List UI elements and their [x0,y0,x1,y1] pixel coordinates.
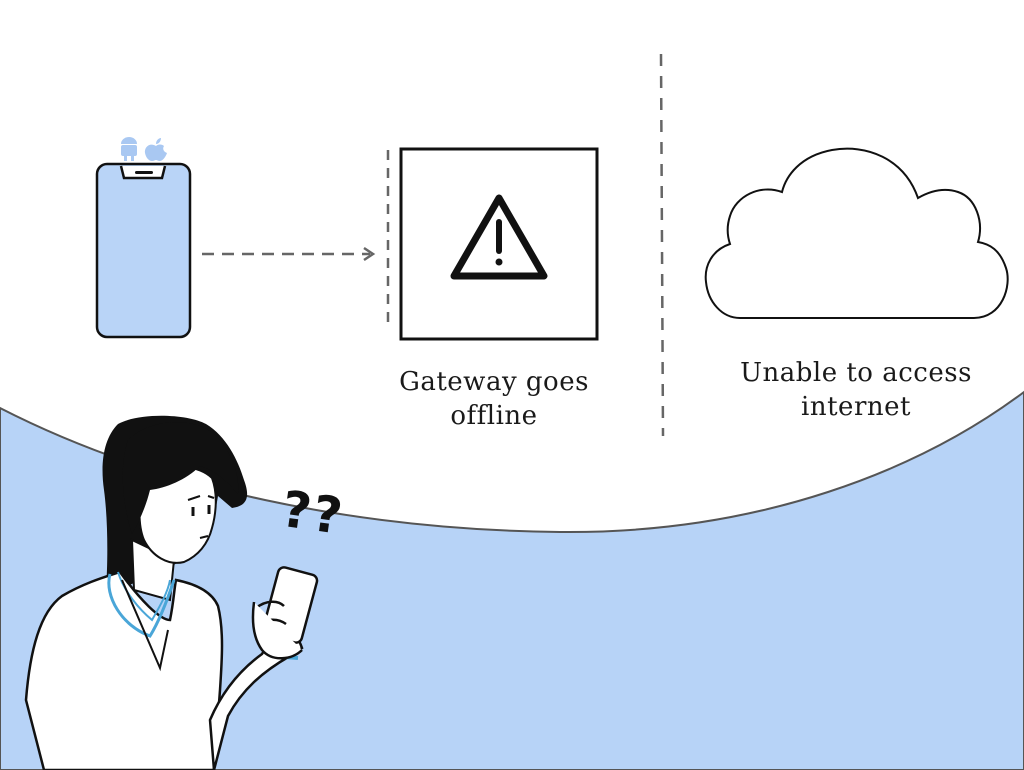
android-icon [121,137,137,161]
gateway-label-line2: offline [450,401,538,431]
network-divider [659,53,665,437]
warning-icon [450,194,548,280]
gateway-label-line1: Gateway goes [399,367,589,397]
connection-arrow [202,246,376,262]
gateway-label: Gateway goes offline [384,365,604,433]
apple-icon [144,138,167,161]
internet-label-line1: Unable to access [740,358,972,388]
internet-label-line2: internet [801,392,911,422]
question-marks: ?? [278,479,348,547]
cloud-icon [704,147,1009,319]
internet-label: Unable to access internet [716,356,996,424]
phone-icon [95,162,192,339]
woman-illustration [24,415,319,770]
